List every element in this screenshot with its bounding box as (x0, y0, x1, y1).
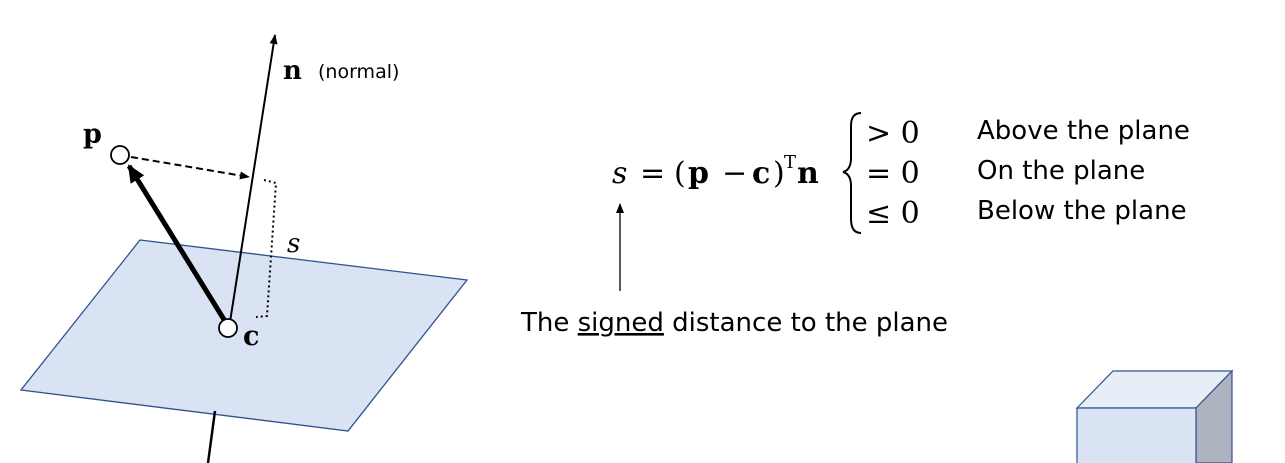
formula-close-paren: ) (773, 156, 785, 191)
cases-brace (842, 112, 862, 234)
point-c-marker (218, 318, 238, 338)
distance-bracket (255, 179, 278, 318)
normal-vector (229, 34, 278, 323)
projection-dashed-line (130, 156, 250, 180)
formula-open-paren: ( (674, 156, 686, 191)
distance-s-label: s (287, 229, 300, 259)
normal-note-label: (normal) (318, 61, 399, 83)
signed-distance-caption: The signed distance to the plane (520, 308, 948, 338)
formula-n: n (797, 156, 819, 191)
point-p-marker (110, 145, 130, 165)
point-p-label: p (83, 119, 102, 150)
case-meaning: On the plane (977, 156, 1145, 186)
formula-p: p (688, 156, 709, 191)
cube-front-face (1076, 407, 1197, 463)
case-meaning: Above the plane (977, 116, 1190, 146)
caption-before: The (520, 308, 578, 338)
formula-s: s (612, 156, 627, 191)
case-condition: > 0 (866, 116, 920, 151)
plane (19, 239, 469, 432)
case-meaning: Below the plane (977, 196, 1187, 226)
formula-minus: − (722, 156, 747, 191)
formula-c: c (752, 156, 770, 191)
cube-shape (1075, 369, 1234, 463)
caption-underlined: signed (578, 308, 664, 338)
vector-c-to-p (126, 164, 231, 328)
caption-after: distance to the plane (664, 308, 948, 338)
normal-label: n (283, 56, 302, 86)
distance-formula: s = ( p − c ) T n (612, 152, 819, 191)
case-condition: = 0 (866, 156, 920, 191)
formula-equals: = (640, 156, 665, 191)
normal-below-line (206, 410, 217, 463)
cases-list: > 0 Above the plane = 0 On the plane ≤ 0 Belo… (866, 116, 1190, 231)
case-condition: ≤ 0 (866, 196, 920, 231)
formula-transpose: T (784, 152, 796, 173)
point-c-label: c (243, 321, 259, 352)
